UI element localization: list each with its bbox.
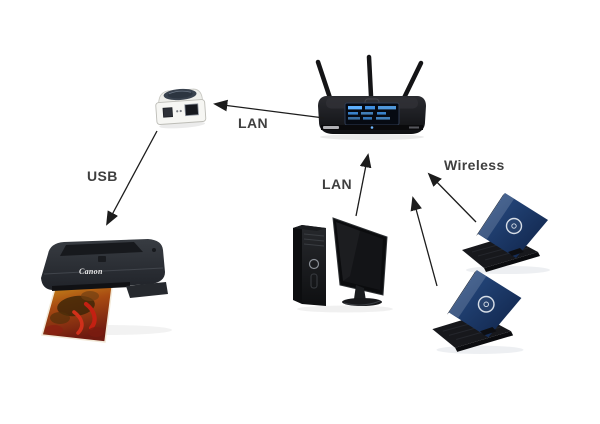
- printer-brand-label: Canon: [79, 267, 103, 276]
- label-wireless: Wireless: [444, 157, 505, 173]
- label-usb: USB: [87, 168, 118, 184]
- arrow-laptop-bottom-to-router: [410, 196, 438, 287]
- printer-icon: Canon: [30, 230, 178, 350]
- label-lan-printserver: LAN: [238, 115, 268, 131]
- printed-photo: [41, 279, 114, 343]
- arrow-laptop-top-to-router: [427, 172, 477, 223]
- arrow-desktop-to-router: [355, 153, 372, 217]
- wireless-router-icon: [313, 50, 431, 142]
- desktop-pc-icon: [290, 212, 400, 314]
- arrow-router-to-printserver: [213, 99, 325, 119]
- laptop-icon: [426, 267, 534, 355]
- arrow-printserver-to-printer: [106, 130, 158, 226]
- label-lan-desktop: LAN: [322, 176, 352, 192]
- laptop-icon: [458, 190, 558, 275]
- print-server-icon: [150, 84, 212, 132]
